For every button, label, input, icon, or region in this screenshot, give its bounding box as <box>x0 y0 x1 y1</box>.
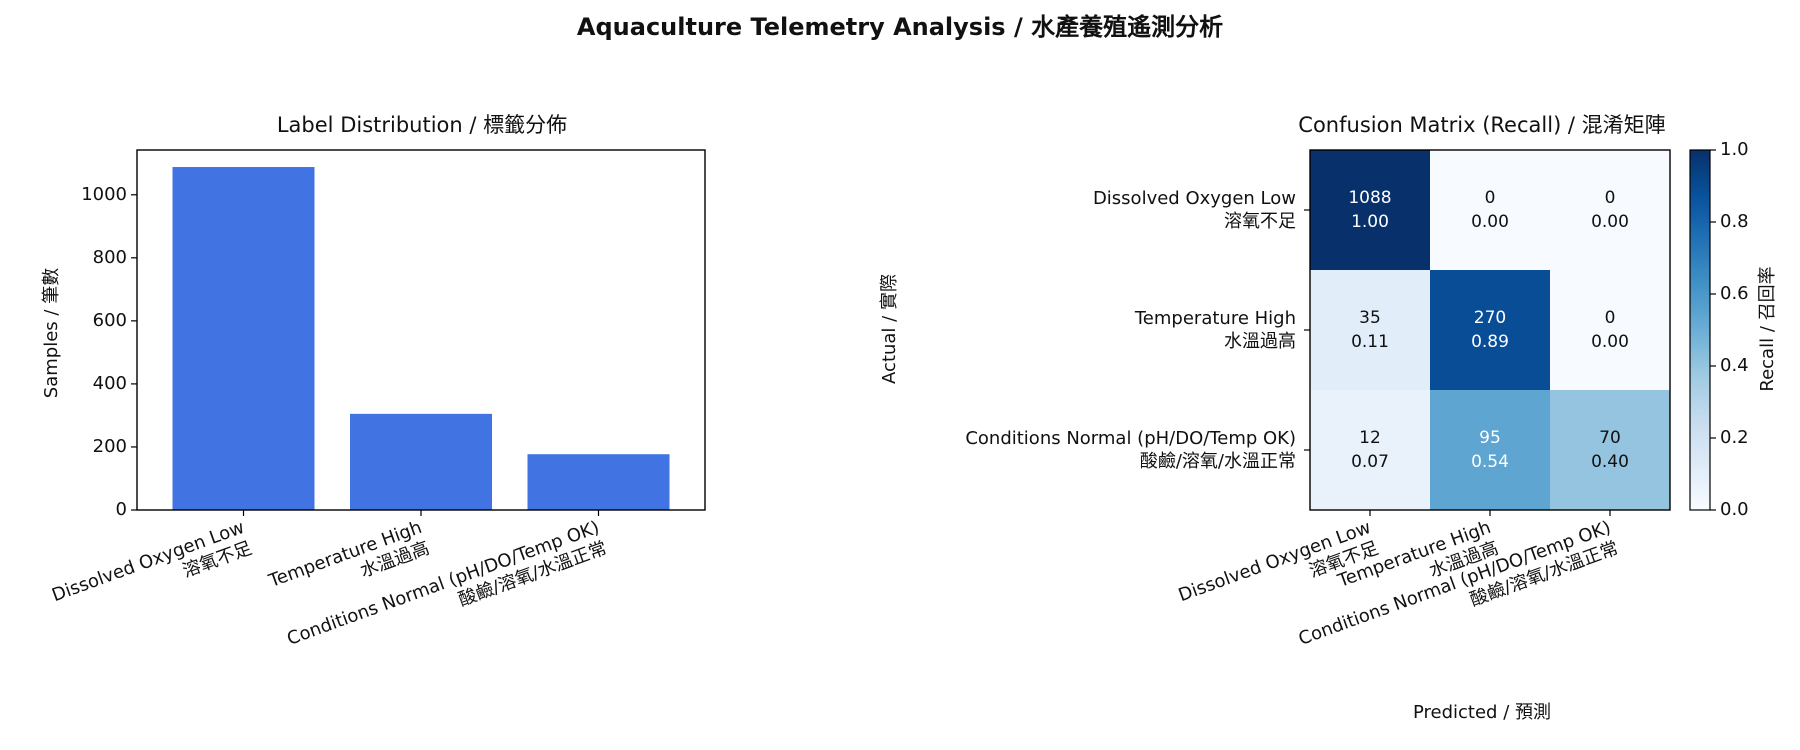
colorbar: 0.0 0.2 0.4 0.6 0.8 1.0 Recall / 召回率 <box>1689 139 1778 520</box>
confusion-matrix-cells: 1088 1.00 0 0.00 0 0.00 35 0.11 270 0.89 0 0.00 12 0.… <box>1310 150 1670 510</box>
cm-cell-1-2 <box>1550 270 1670 390</box>
cm-cell-2-0 <box>1310 390 1430 510</box>
cm-y-tick-label-1-en: Temperature High <box>1134 308 1296 329</box>
bar-chart-frame <box>136 149 706 511</box>
cm-cell-2-0-recall: 0.07 <box>1351 452 1389 472</box>
bar-0 <box>172 167 315 510</box>
confusion-matrix-title: Confusion Matrix (Recall) / 混淆矩陣 <box>1298 113 1665 137</box>
cm-cell-1-1 <box>1430 270 1550 390</box>
colorbar-tick-label-5: 1.0 <box>1720 139 1749 160</box>
bar-chart-ylabel: Samples / 筆數 <box>41 268 62 398</box>
y-tick-label-4: 800 <box>93 247 127 268</box>
colorbar-tick-label-4: 0.8 <box>1720 211 1749 232</box>
colorbar-tick-label-3: 0.6 <box>1720 283 1749 304</box>
cm-y-tick-label-2-en: Conditions Normal (pH/DO/Temp OK) <box>965 428 1296 449</box>
confusion-matrix: Confusion Matrix (Recall) / 混淆矩陣 Actual … <box>879 113 1778 723</box>
y-tick-label-5: 1000 <box>81 184 127 205</box>
cm-cell-2-2-count: 70 <box>1599 428 1621 448</box>
y-tick-label-0: 0 <box>116 499 127 520</box>
cm-cell-1-1-count: 270 <box>1474 308 1506 328</box>
cm-cell-1-0 <box>1310 270 1430 390</box>
confusion-matrix-xlabel: Predicted / 預測 <box>1413 702 1551 723</box>
cm-cell-2-1 <box>1430 390 1550 510</box>
cm-cell-0-2-recall: 0.00 <box>1591 212 1629 232</box>
cm-cell-0-1 <box>1430 150 1550 270</box>
y-tick-label-2: 400 <box>93 373 127 394</box>
colorbar-tick-label-0: 0.0 <box>1720 499 1749 520</box>
colorbar-gradient <box>1689 149 1711 511</box>
cm-cell-1-0-count: 35 <box>1359 308 1381 328</box>
cm-cell-1-2-recall: 0.00 <box>1591 332 1629 352</box>
cm-y-tick-label-0-zh: 溶氧不足 <box>1224 211 1296 232</box>
cm-cell-1-0-recall: 0.11 <box>1351 332 1389 352</box>
colorbar-label: Recall / 召回率 <box>1757 266 1778 391</box>
cm-cell-0-0 <box>1310 150 1430 270</box>
y-tick-label-1: 200 <box>93 436 127 457</box>
cm-cell-1-2-count: 0 <box>1605 308 1616 328</box>
cm-cell-0-1-recall: 0.00 <box>1471 212 1509 232</box>
cm-cell-0-0-count: 1088 <box>1348 188 1391 208</box>
bar-marks <box>172 167 670 510</box>
cm-cell-2-2-recall: 0.40 <box>1591 452 1629 472</box>
cm-cell-2-1-count: 95 <box>1479 428 1501 448</box>
cm-cell-0-2-count: 0 <box>1605 188 1616 208</box>
confusion-matrix-frame <box>1309 149 1671 511</box>
bar-1 <box>350 413 492 510</box>
figure-suptitle: Aquaculture Telemetry Analysis / 水產養殖遙測分… <box>577 13 1223 41</box>
cm-cell-0-0-recall: 1.00 <box>1351 212 1389 232</box>
bar-chart: Label Distribution / 標籤分佈 Samples / 筆數 0… <box>41 113 706 650</box>
cm-cell-0-1-count: 0 <box>1485 188 1496 208</box>
colorbar-ticks: 0.0 0.2 0.4 0.6 0.8 1.0 <box>1710 139 1749 520</box>
cm-y-tick-label-0-en: Dissolved Oxygen Low <box>1093 188 1296 209</box>
confusion-matrix-ylabel: Actual / 實際 <box>879 274 900 384</box>
bar-y-ticks: 0 200 400 600 800 1000 <box>81 184 137 520</box>
cm-cell-1-1-recall: 0.89 <box>1471 332 1509 352</box>
x-tick-label-2-en: Conditions Normal (pH/DO/Temp OK) <box>284 517 602 650</box>
bar-chart-title: Label Distribution / 標籤分佈 <box>277 113 567 137</box>
cm-y-tick-label-1-zh: 水溫過高 <box>1224 331 1296 352</box>
cm-cell-2-2 <box>1550 390 1670 510</box>
cm-cell-0-2 <box>1550 150 1670 270</box>
y-tick-label-3: 600 <box>93 310 127 331</box>
cm-y-tick-label-2-zh: 酸鹼/溶氧/水溫正常 <box>1140 451 1296 472</box>
bar-2 <box>527 454 670 510</box>
colorbar-tick-label-2: 0.4 <box>1720 355 1749 376</box>
cm-cell-2-0-count: 12 <box>1359 428 1381 448</box>
cm-cell-2-1-recall: 0.54 <box>1471 452 1509 472</box>
x-tick-label-2: Conditions Normal (pH/DO/Temp OK)酸鹼/溶氧/水… <box>284 517 609 650</box>
colorbar-tick-label-1: 0.2 <box>1720 427 1749 448</box>
